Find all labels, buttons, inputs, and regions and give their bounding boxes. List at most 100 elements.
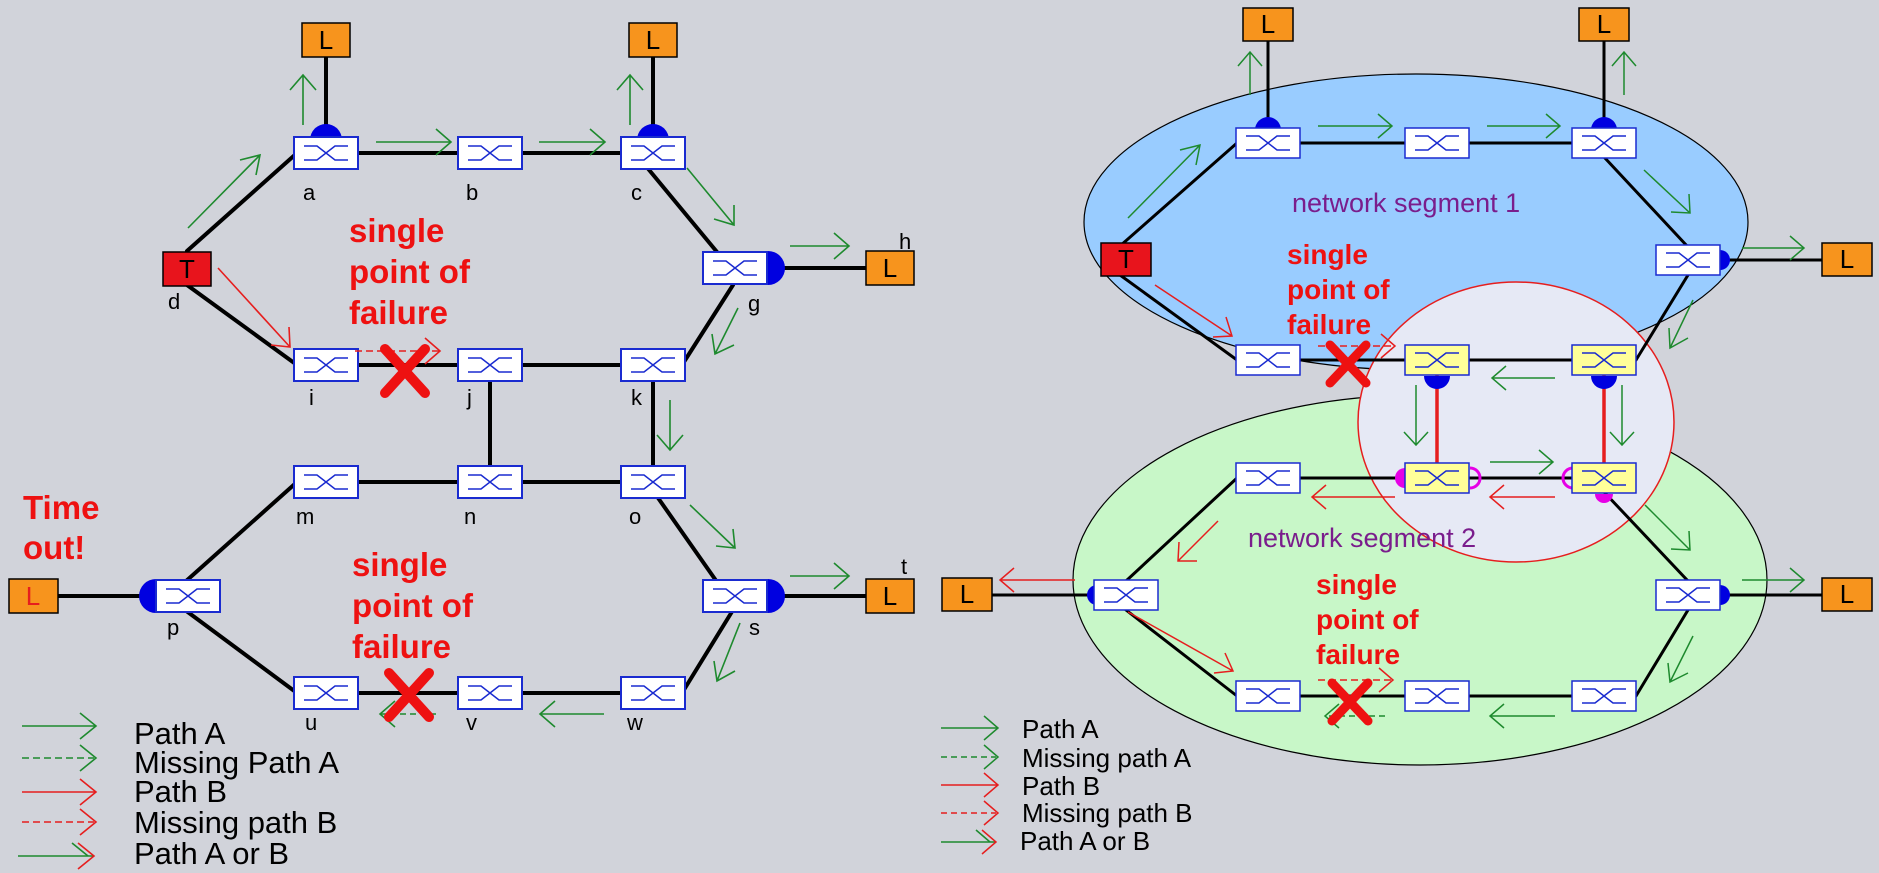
right-red-arrows: [998, 284, 1555, 693]
svg-text:point of: point of: [1287, 274, 1390, 305]
r-switch-mid-3: [1571, 344, 1637, 376]
node-labels: a b c d g h i j k m n o p s t u v w: [167, 180, 911, 735]
svg-text:failure: failure: [1316, 639, 1400, 670]
r-listener-top-2: L: [1578, 7, 1630, 42]
failure-caption-right-2: single point of failure: [1316, 569, 1419, 670]
switch-b: [457, 136, 523, 170]
svg-text:L: L: [646, 25, 660, 55]
svg-text:single: single: [1316, 569, 1397, 600]
segment-2-label: network segment 2: [1248, 523, 1476, 553]
legend-left-item-1: Path A: [134, 716, 226, 751]
talker-d: T: [162, 251, 212, 287]
legend-left-swatch-missing-a: [22, 744, 98, 772]
svg-text:single: single: [349, 212, 444, 249]
switch-u: [293, 676, 359, 710]
r-switch-bot-3: [1571, 680, 1637, 712]
failure-caption-right-1: single point of failure: [1287, 239, 1390, 340]
legend-right-item-3: Path B: [1022, 771, 1100, 801]
failure-cross-left-1: [380, 344, 430, 398]
label-n: n: [464, 504, 476, 529]
right-green-arrows: [1127, 50, 1806, 729]
legend-left-item-5: Path A or B: [134, 836, 289, 871]
r-switch-top-1: [1235, 127, 1301, 159]
label-m: m: [296, 504, 314, 529]
svg-text:failure: failure: [1287, 309, 1371, 340]
svg-text:L: L: [1597, 9, 1611, 39]
label-t: t: [901, 554, 907, 579]
switch-p: [155, 579, 221, 613]
label-v: v: [466, 710, 477, 735]
label-i: i: [309, 385, 314, 410]
legend-right-item-5: Path A or B: [1020, 826, 1150, 856]
r-switch-right-1: [1655, 244, 1721, 276]
left-switches: [155, 136, 768, 710]
label-d: d: [168, 289, 180, 314]
r-switch-top-2: [1404, 127, 1470, 159]
legend-left-item-3: Path B: [134, 774, 227, 809]
legend-left-swatch-missing-b: [22, 808, 98, 836]
r-switch-low-3: [1571, 462, 1637, 494]
r-talker: T: [1100, 242, 1152, 277]
left-endpoints: T L L L L L: [8, 22, 915, 614]
switch-c: [620, 136, 686, 170]
label-j: j: [466, 385, 472, 410]
listener-t: L: [865, 578, 915, 614]
switch-n: [457, 465, 523, 499]
label-u: u: [305, 710, 317, 735]
port-s: [768, 579, 785, 613]
segment-1-label: network segment 1: [1292, 188, 1520, 218]
timeout-caption: Time out!: [23, 489, 99, 566]
svg-text:point of: point of: [1316, 604, 1419, 635]
left-links: [56, 54, 868, 695]
r-listener-right-2: L: [1821, 577, 1873, 612]
svg-text:L: L: [319, 25, 333, 55]
interconnect-area: [1357, 281, 1675, 563]
failure-cross-right-2: [1327, 678, 1373, 726]
svg-text:failure: failure: [349, 294, 448, 331]
label-k: k: [631, 385, 643, 410]
svg-text:L: L: [1261, 9, 1275, 39]
r-switch-mid-2: [1404, 344, 1470, 376]
r-switch-top-3: [1571, 127, 1637, 159]
r-switch-right-2: [1655, 579, 1721, 611]
svg-text:T: T: [179, 254, 195, 284]
label-h: h: [899, 229, 911, 254]
left-missing-a: [378, 700, 436, 728]
switch-g: [702, 251, 768, 285]
right-endpoints: T L L L L L: [941, 7, 1873, 612]
svg-text:single: single: [352, 546, 447, 583]
listener-top-a: L: [301, 22, 351, 58]
port-g: [768, 251, 785, 285]
r-switch-bot-2: [1404, 680, 1470, 712]
label-g: g: [748, 291, 760, 316]
switch-m: [293, 465, 359, 499]
legend-left-item-4: Missing path B: [134, 805, 337, 840]
legend-right: Path A Missing path A Path B Missing pat…: [941, 714, 1193, 856]
svg-text:L: L: [883, 581, 897, 611]
legend-left-item-2: Missing Path A: [134, 745, 339, 780]
legend-right-item-4: Missing path B: [1022, 798, 1193, 828]
legend-right-item-2: Missing path A: [1022, 743, 1192, 773]
label-w: w: [626, 710, 643, 735]
svg-text:L: L: [1840, 244, 1854, 274]
label-a: a: [303, 180, 316, 205]
r-listener-top-1: L: [1242, 7, 1294, 42]
svg-text:failure: failure: [352, 628, 451, 665]
label-o: o: [629, 504, 641, 529]
switch-a: [293, 136, 359, 170]
right-switches: [1093, 127, 1721, 712]
failure-caption-left-2: single point of failure: [352, 546, 474, 665]
left-green-arrows: [187, 73, 851, 728]
r-listener-left: L: [941, 577, 993, 612]
switch-k: [620, 348, 686, 382]
legend-left-swatch-path-b: [22, 778, 98, 806]
failure-caption-left-1: single point of failure: [349, 212, 471, 331]
svg-text:point of: point of: [349, 253, 471, 290]
label-c: c: [631, 180, 642, 205]
listener-top-c: L: [628, 22, 678, 58]
legend-left: Path A Missing Path A Path B Missing pat…: [18, 712, 339, 871]
svg-text:L: L: [960, 579, 974, 609]
svg-text:L: L: [26, 581, 40, 611]
